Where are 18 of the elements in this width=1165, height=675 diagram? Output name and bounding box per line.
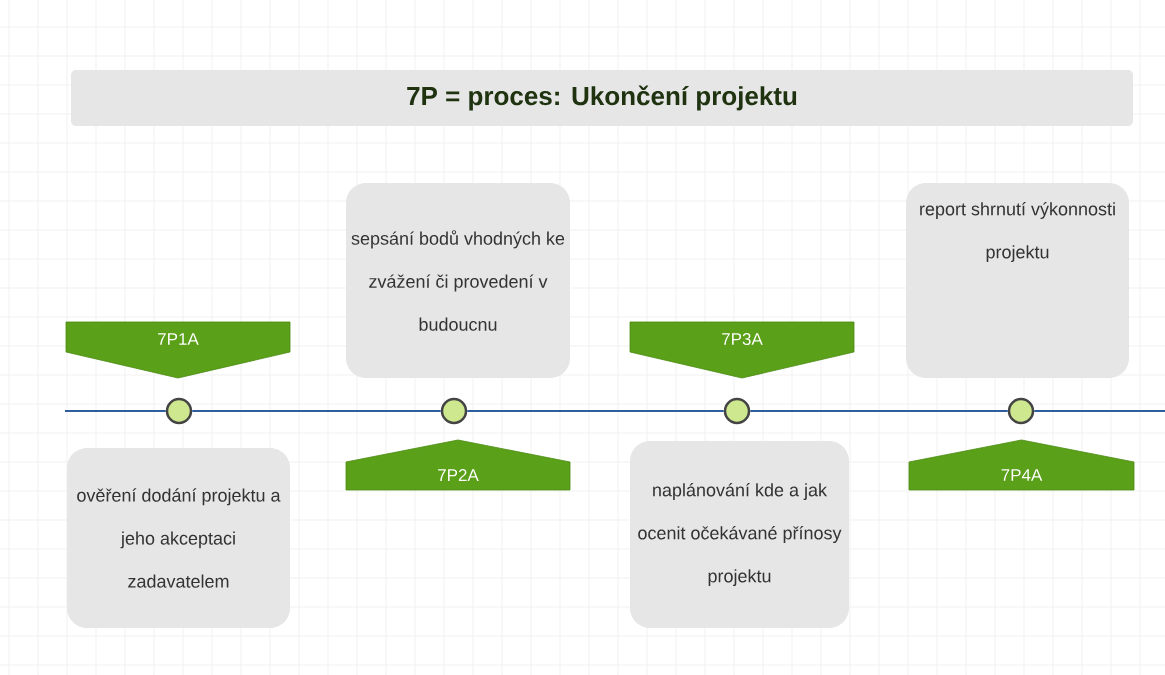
timeline-line xyxy=(64,410,167,412)
step-tag: 7P2A xyxy=(345,439,571,491)
text-box: naplánování kde a jak ocenit očekávané přínosy projektu xyxy=(630,441,849,628)
timeline-line xyxy=(1033,410,1165,412)
text-box: ověření dodání projektu a jeho akceptaci zadavatelem xyxy=(67,448,290,628)
text-box: sepsání bodů vhodných ke zvážení či provedení v budoucnu xyxy=(346,183,570,378)
timeline-dot xyxy=(723,397,751,425)
timeline-line xyxy=(466,410,725,412)
timeline-dot xyxy=(440,397,468,425)
timeline-line xyxy=(191,410,442,412)
timeline-dot xyxy=(165,397,193,425)
text-box: report shrnutí výkonnosti projektu xyxy=(906,183,1129,378)
timeline-line xyxy=(749,410,1009,412)
step-tag: 7P4A xyxy=(908,439,1135,491)
timeline-dot xyxy=(1007,397,1035,425)
title-bar: 7P = proces: Ukončení projektu xyxy=(71,70,1133,126)
step-tag: 7P1A xyxy=(65,321,291,379)
step-tag: 7P3A xyxy=(629,321,855,379)
